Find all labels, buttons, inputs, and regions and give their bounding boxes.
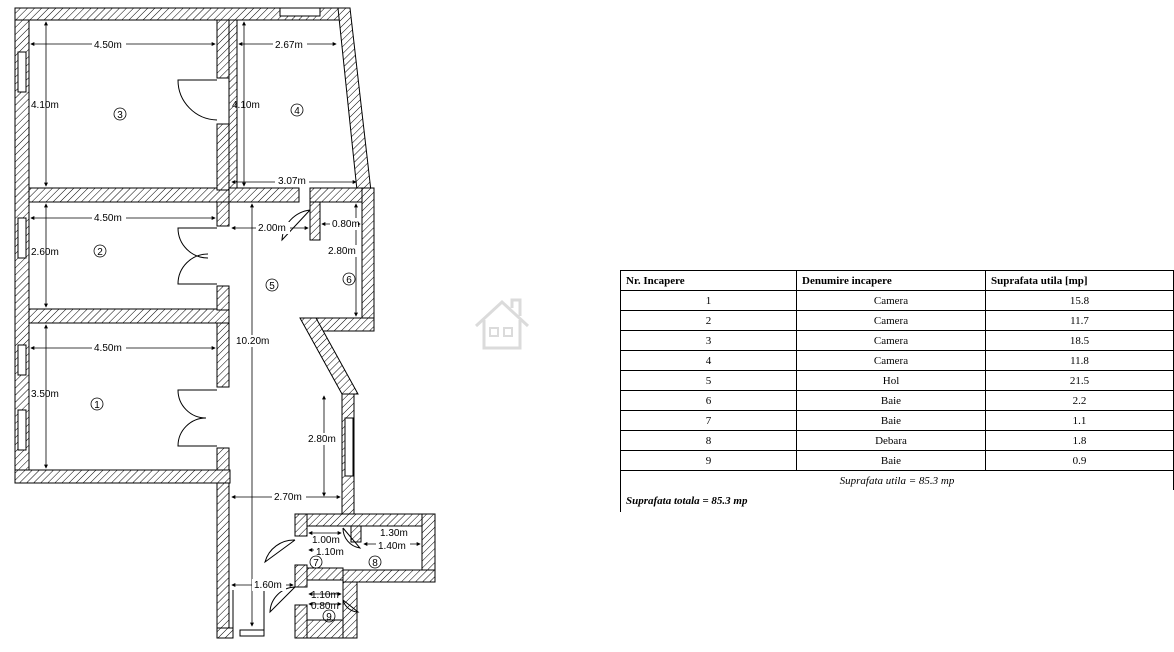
room-number-7: 7 <box>313 558 319 569</box>
cell-room-number: 3 <box>620 330 797 351</box>
header-room-name: Denumire incapere <box>796 270 986 291</box>
dim-room8-height: 1.40m <box>378 541 406 552</box>
cell-room-number: 2 <box>620 310 797 331</box>
dim-hall-corridor: 2.80m <box>308 434 336 445</box>
dim-room4-width: 2.67m <box>275 40 303 51</box>
header-usable-area: Suprafata utila [mp] <box>985 270 1174 291</box>
cell-room-area: 2.2 <box>985 390 1174 411</box>
cell-room-name: Hol <box>796 370 986 391</box>
room-markers <box>90 103 382 623</box>
room-area-table: Nr. Incapere Denumire incapere Suprafata… <box>620 270 1174 512</box>
dim-hall-width: 2.00m <box>258 223 286 234</box>
room-number-1: 1 <box>94 400 100 411</box>
usable-area-total: Suprafata utila = 85.3 mp <box>620 470 1174 490</box>
room-number-5: 5 <box>269 281 275 292</box>
cell-room-name: Camera <box>796 290 986 311</box>
cell-room-name: Baie <box>796 410 986 431</box>
room-number-8: 8 <box>372 558 378 569</box>
floor-plan: 4.50m 2.67m 4.10m 4.10m 3.07m 4.50m 2.60… <box>14 7 436 639</box>
walls <box>14 7 436 639</box>
total-area: Suprafata totala = 85.3 mp <box>620 490 1174 512</box>
cell-room-number: 4 <box>620 350 797 371</box>
dim-room6-height: 2.80m <box>328 246 356 257</box>
dim-room6-width: 0.80m <box>332 219 360 230</box>
dim-room3-height: 4.10m <box>31 100 59 111</box>
cell-room-area: 21.5 <box>985 370 1174 391</box>
cell-room-number: 7 <box>620 410 797 431</box>
room-number-9: 9 <box>326 612 332 623</box>
dimension-labels: 4.50m 2.67m 4.10m 4.10m 3.07m 4.50m 2.60… <box>31 38 410 612</box>
dim-room4-bottom: 3.07m <box>278 176 306 187</box>
dim-hall-bottom: 2.70m <box>274 492 302 503</box>
cell-room-number: 1 <box>620 290 797 311</box>
cell-room-name: Camera <box>796 310 986 331</box>
cell-room-area: 0.9 <box>985 450 1174 471</box>
dim-room7-width: 1.00m <box>312 535 340 546</box>
cell-room-area: 11.8 <box>985 350 1174 371</box>
dim-room1-height: 3.50m <box>31 389 59 400</box>
house-logo-icon <box>474 298 530 350</box>
room-number-2: 2 <box>97 247 103 258</box>
dim-hall-length: 10.20m <box>236 336 269 347</box>
cell-room-number: 9 <box>620 450 797 471</box>
room-number-6: 6 <box>346 275 352 286</box>
dim-room2-width: 4.50m <box>94 213 122 224</box>
dim-room1-width: 4.50m <box>94 343 122 354</box>
cell-room-area: 15.8 <box>985 290 1174 311</box>
cell-room-area: 18.5 <box>985 330 1174 351</box>
cell-room-number: 6 <box>620 390 797 411</box>
room-number-4: 4 <box>294 106 300 117</box>
cell-room-number: 5 <box>620 370 797 391</box>
room-number-3: 3 <box>117 110 123 121</box>
windows <box>17 7 354 637</box>
cell-room-name: Debara <box>796 430 986 451</box>
dim-room4-height: 4.10m <box>232 100 260 111</box>
header-room-number: Nr. Incapere <box>620 270 797 291</box>
dim-room8-width: 1.30m <box>380 528 408 539</box>
dim-room2-height: 2.60m <box>31 247 59 258</box>
cell-room-name: Baie <box>796 450 986 471</box>
room-numbers: 1 2 3 4 5 6 7 8 9 <box>94 106 378 623</box>
cell-room-area: 1.8 <box>985 430 1174 451</box>
cell-room-name: Baie <box>796 390 986 411</box>
dim-room9-height: 0.80m <box>311 601 339 612</box>
dim-hall-exit: 1.60m <box>254 580 282 591</box>
table-header-row: Nr. Incapere Denumire incapere Suprafata… <box>620 270 1174 291</box>
cell-room-number: 8 <box>620 430 797 451</box>
cell-room-area: 11.7 <box>985 310 1174 331</box>
cell-room-name: Camera <box>796 350 986 371</box>
cell-room-name: Camera <box>796 330 986 351</box>
dim-room3-width: 4.50m <box>94 40 122 51</box>
dim-room7-height: 1.10m <box>316 547 344 558</box>
doors <box>177 79 362 630</box>
usable-area-total-row: Suprafata utila = 85.3 mp <box>620 470 1174 490</box>
total-area-row: Suprafata totala = 85.3 mp <box>620 490 1174 512</box>
dim-room9-width: 1.10m <box>311 590 339 601</box>
cell-room-area: 1.1 <box>985 410 1174 431</box>
